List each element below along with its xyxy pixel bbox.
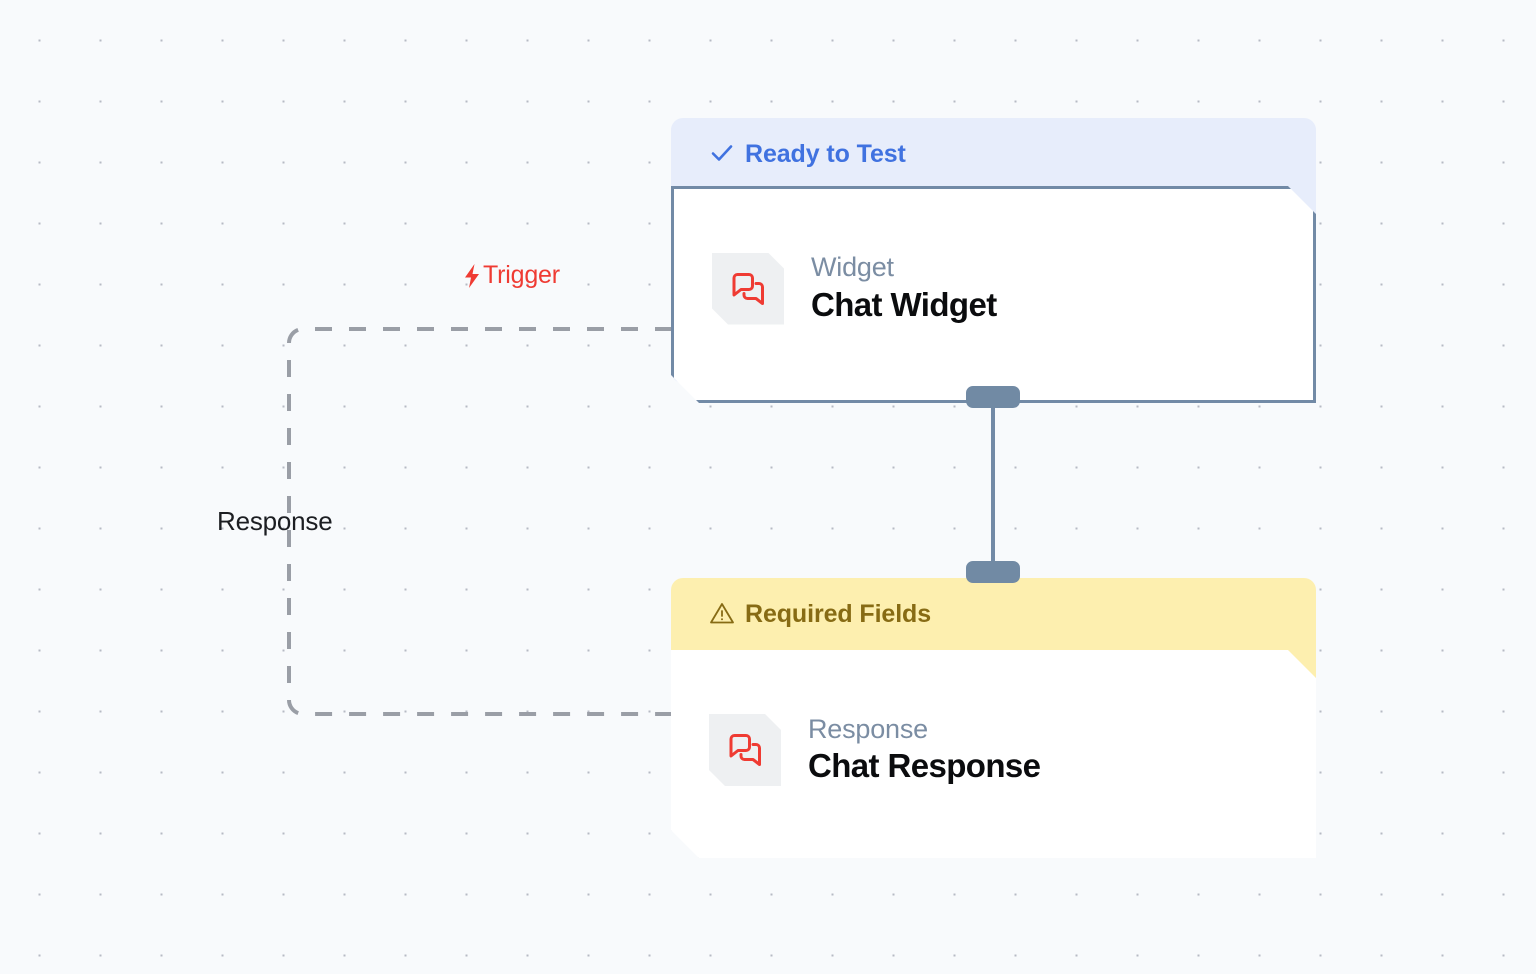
lightning-bolt-icon (462, 263, 482, 289)
node-title-label: Chat Widget (811, 285, 997, 323)
node-card-body: Response Chat Response (709, 646, 1040, 854)
node-kind-label: Response (808, 713, 928, 744)
check-icon (709, 140, 735, 173)
chat-bubbles-icon (712, 253, 784, 325)
node-handle-target[interactable] (966, 561, 1020, 583)
chat-bubbles-icon (709, 714, 781, 786)
node-status-banner-label: Required Fields (745, 600, 932, 628)
node-chat-response[interactable]: Required Fields Response Chat Response (671, 578, 1316, 858)
node-handle-source[interactable] (966, 386, 1020, 408)
node-title-label: Chat Response (808, 747, 1041, 785)
edge-label-trigger-text: Trigger (483, 261, 560, 289)
edge-label-response: Response (217, 506, 333, 537)
edge-label-trigger: Trigger (462, 261, 560, 290)
dashed-edge-response (287, 327, 672, 716)
node-text-group: Widget Chat Widget (811, 252, 997, 325)
node-kind-label: Widget (811, 252, 894, 283)
node-card-chat-response[interactable]: Response Chat Response (671, 650, 1316, 858)
node-card-chat-widget[interactable]: Widget Chat Widget (671, 186, 1316, 403)
node-status-banner-label: Ready to Test (745, 140, 906, 168)
node-text-group: Response Chat Response (808, 714, 1040, 787)
node-card-body: Widget Chat Widget (712, 183, 997, 394)
warning-triangle-icon (709, 600, 735, 633)
edge-label-response-text: Response (217, 506, 333, 536)
node-chat-widget[interactable]: Ready to Test Widget Chat Widget (671, 118, 1316, 403)
